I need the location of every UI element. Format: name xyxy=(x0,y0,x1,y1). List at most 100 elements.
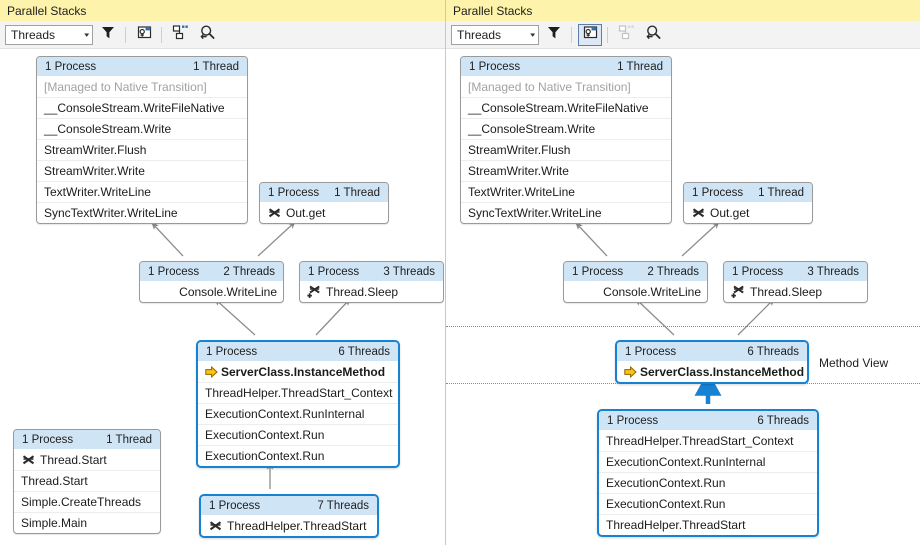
stack-frame-row[interactable]: Thread.Sleep xyxy=(724,281,867,302)
stack-frame-row[interactable]: ExecutionContext.Run xyxy=(198,424,398,445)
stack-frame-row[interactable]: StreamWriter.Flush xyxy=(461,139,671,160)
stack-frame-label: Out.get xyxy=(710,205,750,220)
stack-connector-arrow xyxy=(214,298,256,336)
stack-frame-label: StreamWriter.Write xyxy=(468,164,569,178)
zoom-to-fit-button[interactable] xyxy=(195,24,219,46)
method-view-button[interactable] xyxy=(168,24,192,46)
stack-frame-row[interactable]: SyncTextWriter.WriteLine xyxy=(37,202,247,223)
stack-frame-row[interactable]: ServerClass.InstanceMethod xyxy=(198,361,398,382)
filter-button[interactable] xyxy=(96,24,120,46)
stack-frame-row[interactable]: __ConsoleStream.WriteFileNative xyxy=(461,97,671,118)
stack-frame-list: [Managed to Native Transition]__ConsoleS… xyxy=(461,76,671,223)
process-count: 1 Process xyxy=(206,345,258,358)
stack-canvas-right[interactable]: 1 Process 1 Thread [Managed to Native Tran… xyxy=(446,49,920,545)
stack-frame-row[interactable]: ExecutionContext.RunInternal xyxy=(599,451,817,472)
process-count: 1 Process xyxy=(148,265,200,278)
stack-frame-row[interactable]: Out.get xyxy=(684,202,812,223)
stack-frame-label: ThreadHelper.ThreadStart_Context xyxy=(205,386,393,400)
threads-icon xyxy=(691,206,706,219)
panel-toolbar-left: Threads▾ xyxy=(0,21,445,49)
stack-frame-row[interactable]: ServerClass.InstanceMethod xyxy=(617,361,807,382)
stack-frame-row[interactable]: ThreadHelper.ThreadStart_Context xyxy=(198,382,398,403)
stack-frame-row[interactable]: [Managed to Native Transition] xyxy=(37,76,247,97)
stack-frame-row[interactable]: ExecutionContext.Run xyxy=(599,493,817,514)
stack-frame-row[interactable]: [Managed to Native Transition] xyxy=(461,76,671,97)
process-count: 1 Process xyxy=(268,186,320,199)
stack-frame-list: Out.get xyxy=(260,202,388,223)
stack-frame-row[interactable]: ExecutionContext.Run xyxy=(198,445,398,466)
stack-frame-row[interactable]: Out.get xyxy=(260,202,388,223)
stack-frame-row[interactable]: Simple.CreateThreads xyxy=(14,491,160,512)
stack-frame-list: Console.WriteLine xyxy=(564,281,707,302)
stack-frame-list: Thread.Sleep xyxy=(724,281,867,302)
stack-frame-row[interactable]: Thread.Sleep xyxy=(300,281,443,302)
stack-connector-arrow xyxy=(635,298,675,336)
stack-frame-row[interactable]: ExecutionContext.RunInternal xyxy=(198,403,398,424)
filter-button[interactable] xyxy=(542,24,566,46)
process-count: 1 Process xyxy=(469,60,521,73)
stack-frame-row[interactable]: Simple.Main xyxy=(14,512,160,533)
stack-frame-box[interactable]: 1 Process 1 Thread [Managed to Native Tran… xyxy=(460,56,672,224)
stack-frame-label: StreamWriter.Flush xyxy=(468,143,571,157)
view-mode-dropdown[interactable]: Threads▾ xyxy=(5,24,93,45)
thread-count: 1 Thread xyxy=(617,60,663,73)
stack-frame-row[interactable]: TextWriter.WriteLine xyxy=(37,181,247,202)
show-only-flagged-button[interactable] xyxy=(578,23,602,46)
stack-frame-row[interactable]: __ConsoleStream.Write xyxy=(461,118,671,139)
zoom-to-fit-button[interactable] xyxy=(641,24,665,46)
stack-frame-row[interactable]: __ConsoleStream.Write xyxy=(37,118,247,139)
view-mode-dropdown[interactable]: Threads ▾ xyxy=(451,24,539,45)
show-only-flagged-icon xyxy=(136,24,153,45)
stack-frame-row[interactable]: SyncTextWriter.WriteLine xyxy=(461,202,671,223)
stack-frame-row[interactable]: Thread.Start xyxy=(14,470,160,491)
chevron-down-icon: ▾ xyxy=(530,31,536,39)
show-only-flagged-button[interactable] xyxy=(132,24,156,46)
stack-frame-row[interactable]: ExecutionContext.Run xyxy=(599,472,817,493)
stack-frame-row[interactable]: Console.WriteLine xyxy=(140,281,283,302)
stack-frame-label: ThreadHelper.ThreadStart_Context xyxy=(606,433,794,448)
threads-plus-icon xyxy=(307,285,322,298)
show-only-flagged-icon xyxy=(582,24,599,45)
stack-frame-row[interactable]: ThreadHelper.ThreadStart_Context xyxy=(599,430,817,451)
stack-frame-row[interactable]: StreamWriter.Write xyxy=(37,160,247,181)
stack-frame-row[interactable]: StreamWriter.Write xyxy=(461,160,671,181)
stack-frame-label: Simple.CreateThreads xyxy=(21,495,142,509)
stack-frame-list: Console.WriteLine xyxy=(140,281,283,302)
stack-frame-label: ExecutionContext.Run xyxy=(606,476,726,490)
toolbar-separator xyxy=(125,26,126,43)
stack-frame-row[interactable]: Console.WriteLine xyxy=(564,281,707,302)
stack-frame-row[interactable]: ThreadHelper.ThreadStart xyxy=(599,514,817,535)
stack-frame-label: StreamWriter.Flush xyxy=(44,143,147,157)
stack-frame-row[interactable]: StreamWriter.Flush xyxy=(37,139,247,160)
stack-frame-row[interactable]: __ConsoleStream.WriteFileNative xyxy=(37,97,247,118)
panel-title: Parallel Stacks xyxy=(7,3,87,18)
method-view-button xyxy=(614,24,638,46)
view-mode-value: Threads xyxy=(457,27,502,42)
stack-frame-row[interactable]: ThreadHelper.ThreadStart xyxy=(201,515,377,536)
thread-count: 2 Threads xyxy=(647,265,699,278)
stack-frame-row[interactable]: TextWriter.WriteLine xyxy=(461,181,671,202)
stack-frame-list: ThreadHelper.ThreadStart xyxy=(201,515,377,536)
stack-frame-row[interactable]: Thread.Start xyxy=(14,449,160,470)
